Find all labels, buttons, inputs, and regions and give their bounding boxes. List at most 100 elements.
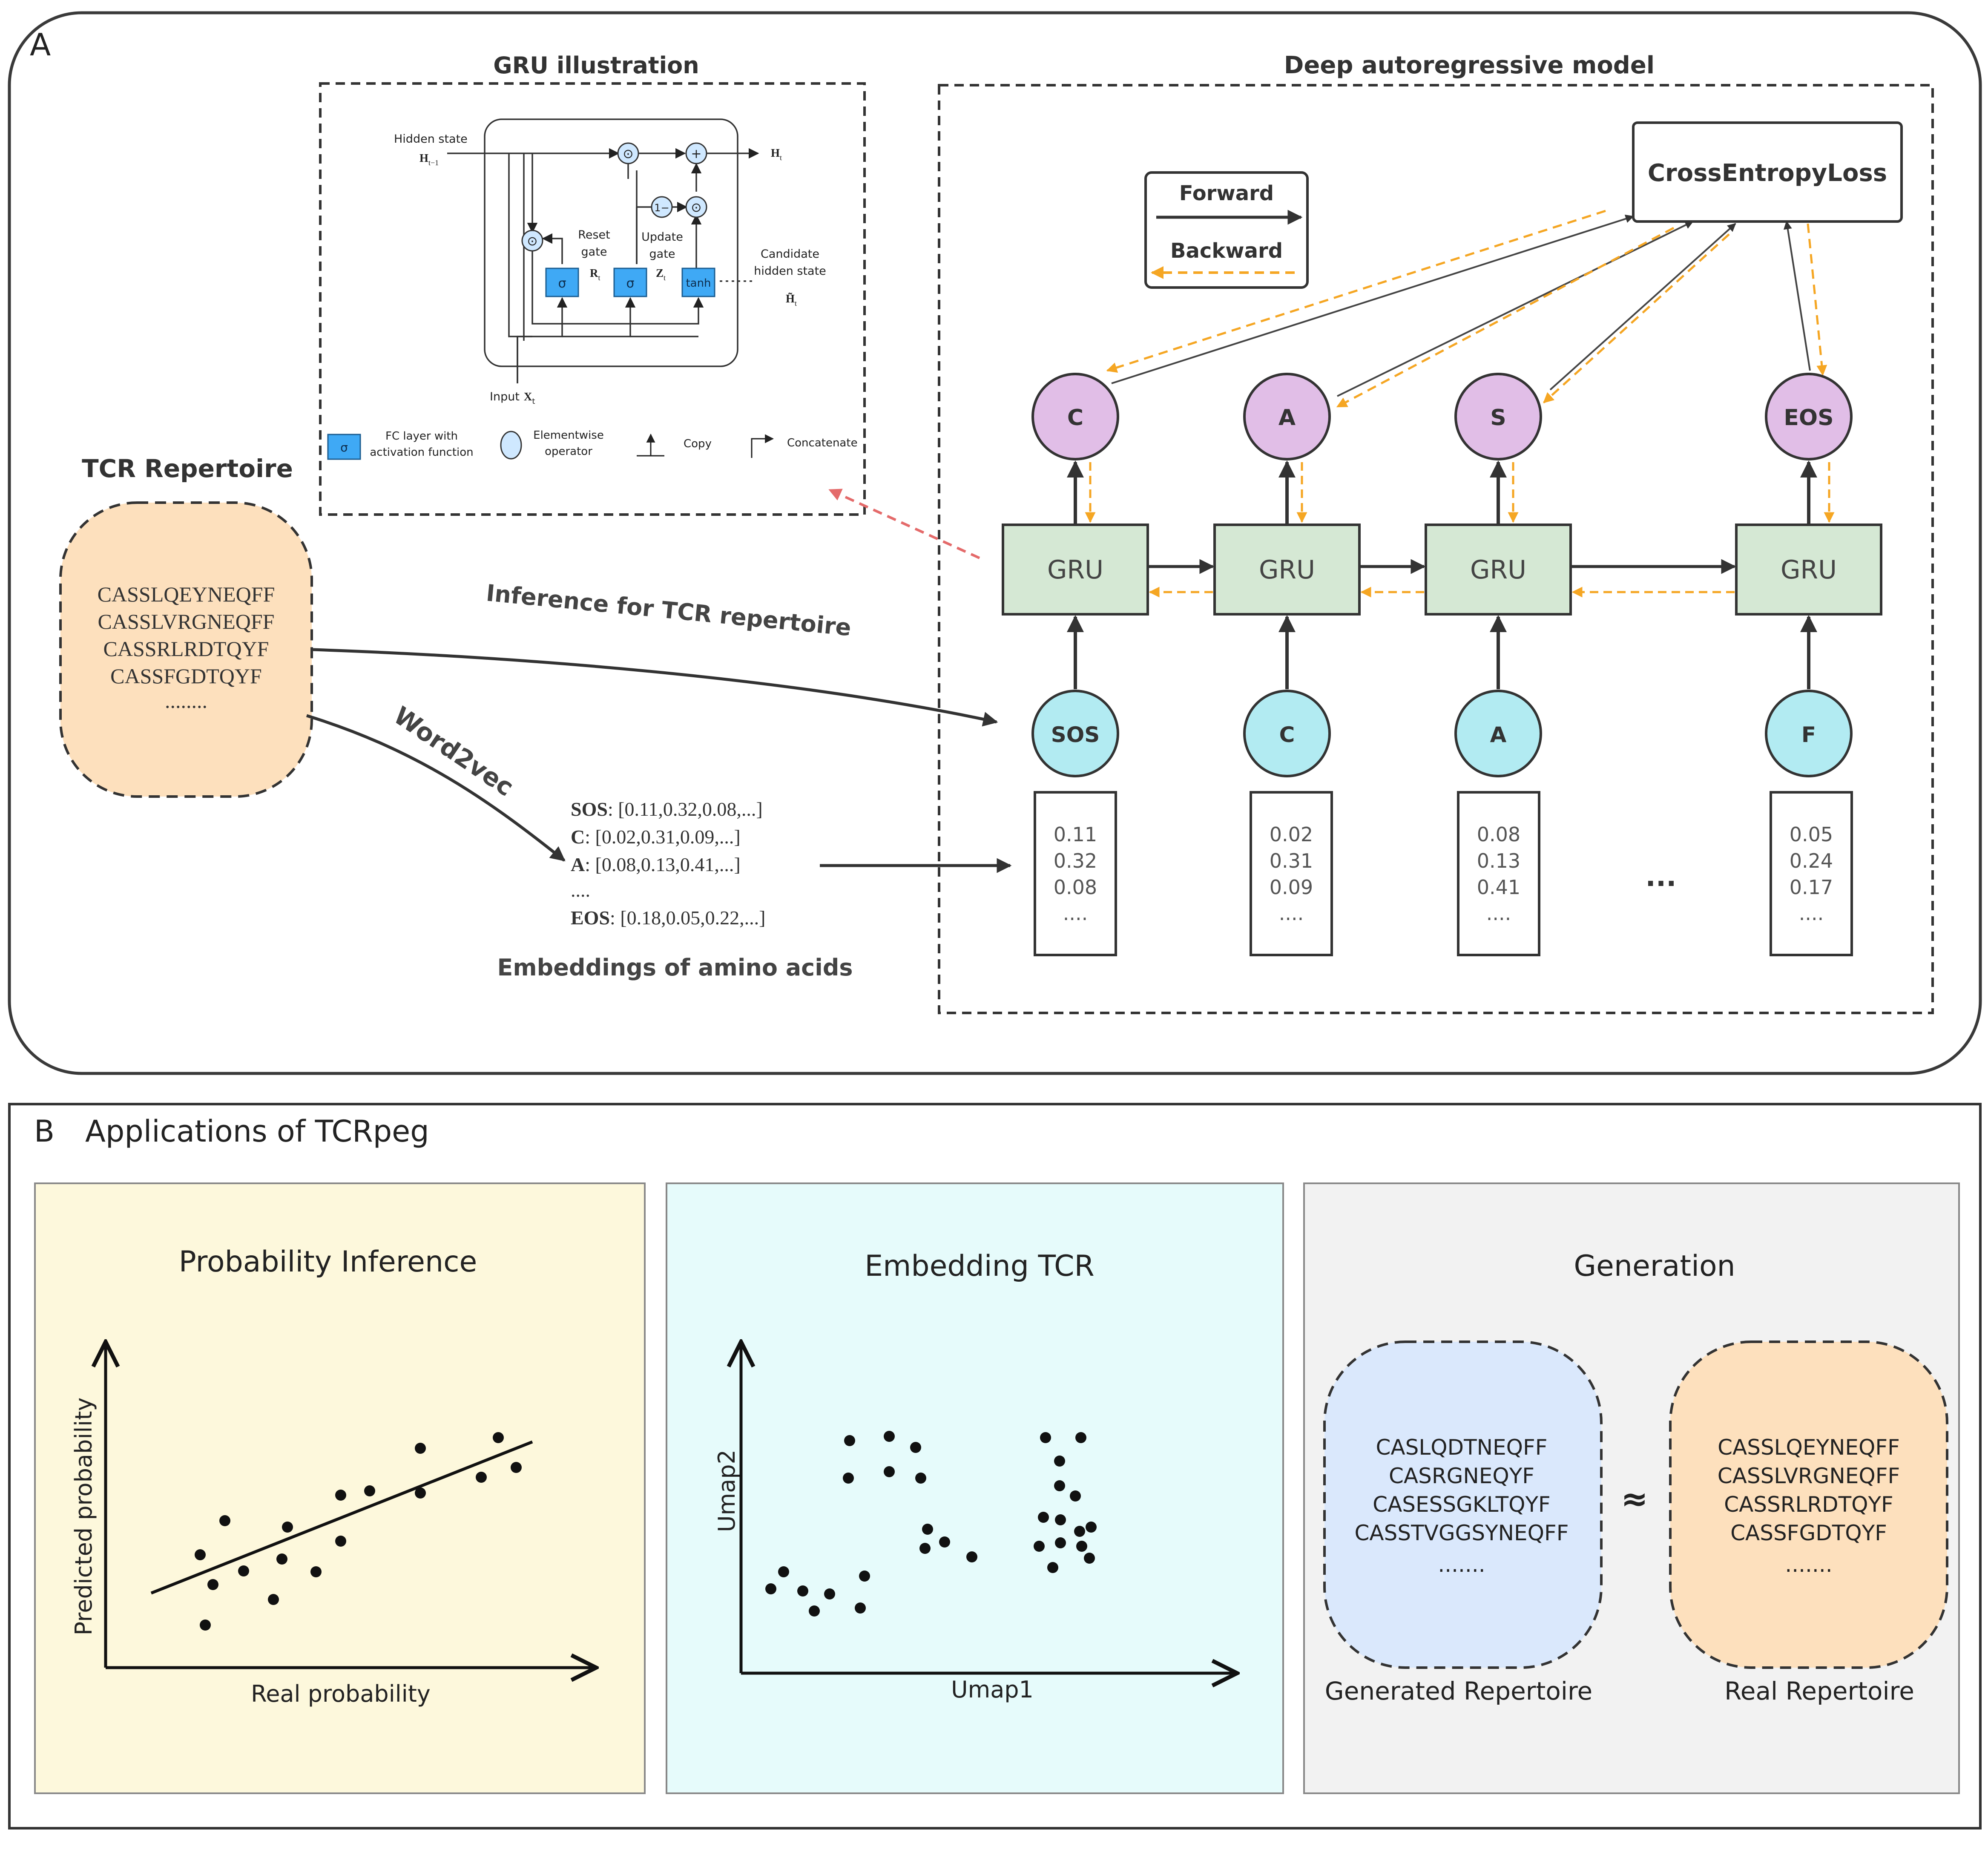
probability-point — [310, 1566, 322, 1577]
reset-gate-sigma: σ — [558, 276, 566, 291]
probability-point — [415, 1487, 426, 1499]
umap-point — [1084, 1553, 1095, 1564]
embedding-0-value-2: 0.08 — [1054, 876, 1097, 899]
gru-chain-arrows — [1149, 559, 1736, 598]
reset-symbol: Rt — [590, 267, 600, 282]
umap-point — [855, 1602, 866, 1614]
embedding-2-value-3: .... — [1486, 902, 1511, 925]
odot-operator-2-label: ⊙ — [691, 200, 701, 215]
probability-point — [238, 1565, 249, 1576]
umap-point — [910, 1442, 921, 1453]
umap-point — [922, 1524, 933, 1535]
embedding-3-value-1: 0.24 — [1790, 849, 1833, 872]
legend-elem-label-1: Elementwise — [533, 429, 604, 442]
elementwise-operators: ⊙ + 1− ⊙ ⊙ — [521, 142, 707, 252]
probability-point — [282, 1522, 293, 1533]
probability-point — [276, 1553, 287, 1565]
cross-entropy-loss-label: CrossEntropyLoss — [1648, 159, 1887, 187]
update-gate-label-2: gate — [649, 247, 675, 261]
gru-cell-box — [484, 118, 738, 367]
panel-b-letter: B — [34, 1114, 55, 1149]
approx-symbol: ≈ — [1621, 1480, 1648, 1518]
inference-arrow — [313, 648, 998, 727]
input-node-1-label: C — [1279, 722, 1295, 747]
candidate-label-2: hidden state — [754, 265, 826, 278]
tcr-sequence-2: CASSRLRDTQYF — [103, 637, 269, 661]
generated-sequence-1: CASRGNEQYF — [1389, 1464, 1534, 1488]
embedding-points — [765, 1431, 1097, 1617]
update-gate-sigma: σ — [626, 276, 634, 291]
legend-fc-sigma: σ — [340, 440, 348, 454]
umap-point — [966, 1551, 977, 1562]
tcr-repertoire-sequences: CASSLQEYNEQFF CASSLVRGNEQFF CASSRLRDTQYF… — [98, 582, 275, 713]
tcr-sequence-3: CASSFGDTQYF — [110, 664, 262, 688]
generated-repertoire-label: Generated Repertoire — [1325, 1677, 1592, 1706]
update-gate-box — [613, 268, 647, 297]
embedding-box-1 — [1250, 791, 1333, 956]
plus-operator-label: + — [691, 147, 701, 161]
embedding-row-0: SOS: [0.11,0.32,0.08,...] — [571, 798, 763, 820]
probability-point — [219, 1515, 230, 1526]
probability-point — [207, 1579, 218, 1590]
embedding-title: Embedding TCR — [865, 1249, 1095, 1283]
input-node-1 — [1243, 690, 1331, 777]
legend-copy-label: Copy — [684, 437, 712, 450]
tcr-repertoire-title: TCR Repertoire — [82, 454, 293, 483]
loss-arrows — [1106, 210, 1827, 408]
generated-sequence-2: CASESSGKLTQYF — [1373, 1492, 1551, 1517]
embedding-row-3: .... — [571, 879, 590, 901]
umap-point — [765, 1583, 776, 1594]
umap-point — [1047, 1562, 1058, 1573]
tcr-sequence-0: CASSLQEYNEQFF — [98, 582, 275, 606]
input-nodes: SOS C A F — [1031, 690, 1853, 777]
input-node-0-label: SOS — [1051, 722, 1100, 747]
deep-model-title: Deep autoregressive model — [1284, 52, 1655, 79]
umap-point — [778, 1566, 789, 1577]
gru-box-1 — [1213, 524, 1361, 616]
umap-point — [919, 1543, 931, 1554]
tanh-box — [681, 268, 715, 297]
legend-forward-label: Forward — [1179, 181, 1274, 205]
reset-gate-label-2: gate — [581, 245, 607, 259]
umap-point — [1034, 1541, 1045, 1552]
umap-point — [1055, 1537, 1066, 1548]
gru-legend: σ FC layer with activation function Elem… — [327, 429, 858, 460]
reset-gate-label-1: Reset — [578, 228, 610, 242]
tcr-repertoire-blob — [59, 501, 313, 798]
umap-point — [859, 1571, 870, 1582]
real-sequence-0: CASSLQEYNEQFF — [1718, 1435, 1900, 1460]
embedding-0-value-3: .... — [1063, 902, 1088, 925]
embedding-1-value-0: 0.02 — [1270, 823, 1313, 846]
gru-illustration-title: GRU illustration — [493, 52, 699, 79]
output-node-3 — [1765, 373, 1853, 460]
umap-point — [1075, 1432, 1086, 1443]
embedding-ylabel: Umap2 — [713, 1450, 740, 1532]
embedding-2-value-0: 0.08 — [1477, 823, 1520, 846]
real-sequences: CASSLQEYNEQFF CASSLVRGNEQFF CASSRLRDTQYF… — [1718, 1435, 1900, 1577]
probability-point — [364, 1485, 375, 1496]
embedding-0-value-0: 0.11 — [1054, 823, 1097, 846]
probability-point — [200, 1619, 211, 1631]
umap-point — [844, 1435, 855, 1446]
generation-title: Generation — [1574, 1249, 1735, 1283]
umap-point — [915, 1473, 926, 1484]
embedding-vectors: 0.11 0.32 0.08 .... 0.02 0.31 0.09 .... … — [1034, 791, 1853, 956]
embedding-box-2 — [1457, 791, 1540, 956]
umap-point — [1040, 1432, 1051, 1443]
deep-model-frame — [938, 84, 1934, 1014]
generated-sequence-3: CASSTVGGSYNEQFF — [1355, 1521, 1569, 1545]
input-node-3-label: F — [1801, 722, 1816, 747]
umap-point — [1054, 1456, 1065, 1467]
legend-concat-glyph — [751, 434, 774, 458]
gru-box-3-label: GRU — [1781, 555, 1837, 585]
generated-sequences: CASLQDTNEQFF CASRGNEQYF CASESSGKLTQYF CA… — [1355, 1435, 1569, 1577]
embedding-1-value-1: 0.31 — [1270, 849, 1313, 872]
gru-output-arrows — [1067, 460, 1835, 524]
embedding-xlabel: Umap1 — [951, 1676, 1034, 1703]
embedding-1-value-3: .... — [1279, 902, 1304, 925]
generated-repertoire-blob — [1323, 1340, 1603, 1669]
probability-point — [268, 1594, 279, 1605]
